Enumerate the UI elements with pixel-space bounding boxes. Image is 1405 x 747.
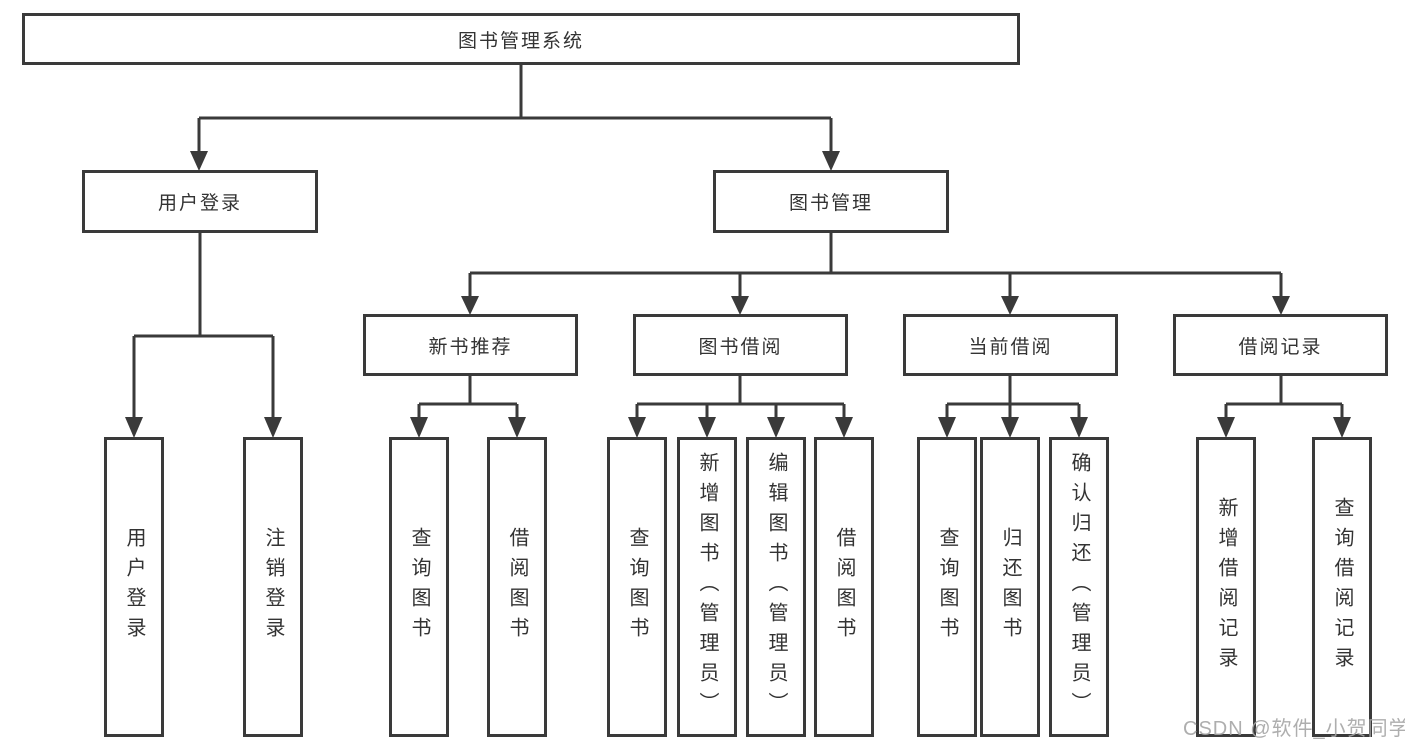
leaf-user-login: 用户登录 [104,437,164,737]
node-label: 新书推荐 [428,336,513,358]
node-library-management-system: 图书管理系统 [22,13,1020,65]
node-label: 编辑图书（管理员） [765,452,787,722]
leaf-current-confirm-return-admin: 确认归还（管理员） [1049,437,1109,737]
connector-book-borrow-to-leaves [628,376,853,438]
node-book-borrow: 图书借阅 [633,314,848,376]
node-label: 用户登录 [123,527,145,647]
leaf-recommend-query-books: 查询图书 [389,437,449,737]
node-label: 用户登录 [157,193,242,214]
node-label: 借阅图书 [833,527,855,647]
connector-root-to-level1 [190,64,840,171]
leaf-borrow-query-books: 查询图书 [607,437,667,737]
node-book-management: 图书管理 [713,170,949,233]
leaf-records-add-record: 新增借阅记录 [1196,437,1256,737]
connector-book-management-to-level2 [461,233,1290,315]
node-label: 查询图书 [936,527,958,647]
node-new-book-recommend: 新书推荐 [363,314,578,376]
node-label: 查询借阅记录 [1331,497,1353,677]
node-user-login: 用户登录 [82,170,318,233]
leaf-records-query-record: 查询借阅记录 [1312,437,1372,737]
node-label: 查询图书 [626,527,648,647]
node-label: 当前借阅 [968,336,1053,358]
node-label: 新增图书（管理员） [696,452,718,722]
connector-current-borrow-to-leaves [938,376,1088,438]
leaf-borrow-borrow-books: 借阅图书 [814,437,874,737]
node-label: 图书管理系统 [457,30,584,52]
node-label: 图书管理 [788,193,873,214]
leaf-recommend-borrow-books: 借阅图书 [487,437,547,737]
node-label: 新增借阅记录 [1215,497,1237,677]
csdn-watermark: CSDN @软件_小贺同学 [1183,718,1405,740]
leaf-current-query-books: 查询图书 [917,437,977,737]
leaf-logout-login: 注销登录 [243,437,303,737]
connector-borrow-records-to-leaves [1217,376,1351,438]
node-label: 查询图书 [408,527,430,647]
node-label: 注销登录 [262,527,284,647]
leaf-borrow-add-books-admin: 新增图书（管理员） [677,437,737,737]
node-label: 归还图书 [999,527,1021,647]
node-label: 借阅图书 [506,527,528,647]
node-label: 借阅记录 [1238,336,1323,358]
node-borrow-records: 借阅记录 [1173,314,1388,376]
connector-new-book-recommend-to-leaves [410,376,526,438]
leaf-current-return-books: 归还图书 [980,437,1040,737]
node-label: 确认归还（管理员） [1068,452,1090,722]
connector-user-login-to-leaves [125,233,282,438]
node-label: 图书借阅 [698,336,783,358]
leaf-borrow-edit-books-admin: 编辑图书（管理员） [746,437,806,737]
node-current-borrow: 当前借阅 [903,314,1118,376]
